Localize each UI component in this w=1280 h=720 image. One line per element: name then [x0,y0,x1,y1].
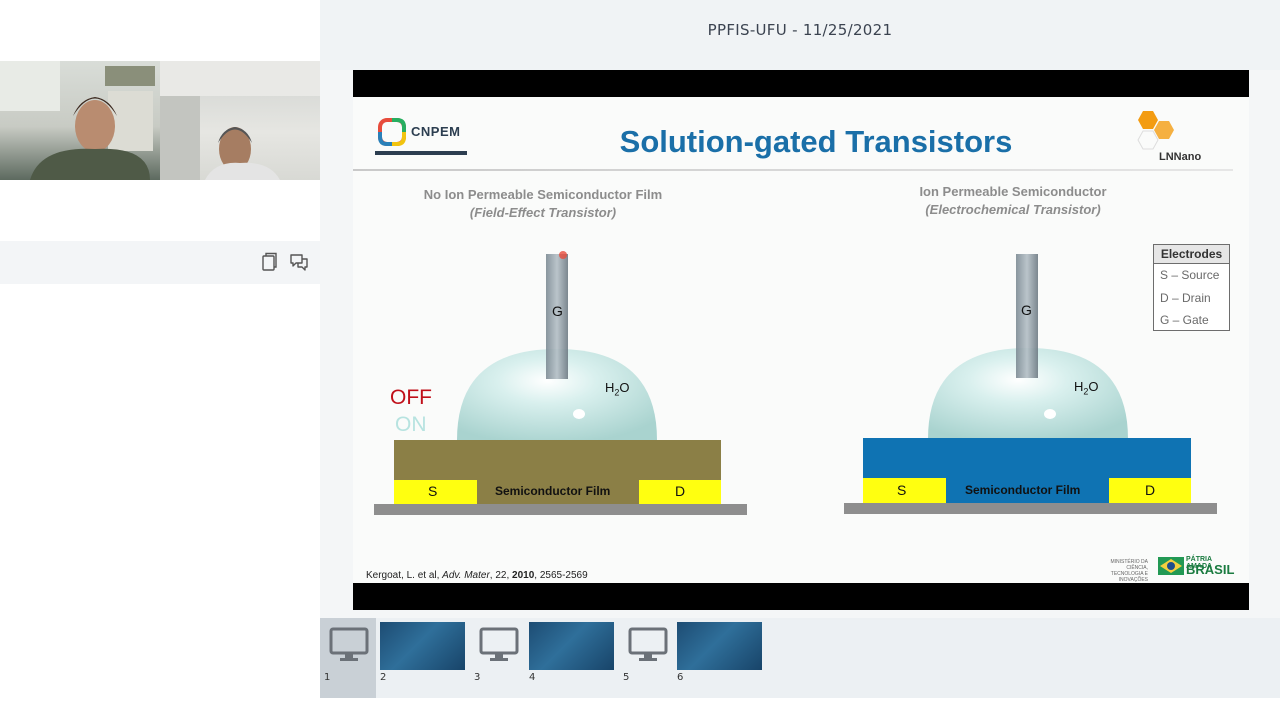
slogan-top: PÁTRIA AMADA [1186,556,1213,570]
water-label-right: H2O [1074,379,1099,397]
gate-label: G [552,303,563,319]
thumbnail-number: 2 [380,672,387,683]
slide-thumbnail-strip: 1 2 3 4 5 6 [320,618,1280,698]
film-label: Semiconductor Film [495,484,611,498]
drain-label: D [675,483,686,499]
panel-toolbar [0,241,320,284]
right-heading-text: Ion Permeable Semiconductor [919,184,1107,199]
drain-electrode-right [1109,478,1191,503]
title-divider [353,169,1233,171]
lnnano-logo: LNNano [1129,109,1219,165]
source-label-right: S [897,482,907,498]
slide: CNPEM Solution-gated Transistors LNNano … [353,97,1249,583]
gate-electrode-right [1016,254,1038,378]
thumbnail-number: 1 [324,672,331,683]
drain-label-right: D [1145,482,1156,498]
chat-bubbles-icon[interactable] [288,251,310,273]
legend-item-drain: D – Drain [1160,290,1211,305]
thumbnail-number: 6 [677,672,684,683]
ect-diagram: G H2O S Semiconductor Film D [843,247,1223,517]
semiconductor-film [394,440,721,480]
left-heading-text: No Ion Permeable Semiconductor Film [423,187,663,202]
droplet-shape-right [928,348,1128,439]
presentation-area: CNPEM Solution-gated Transistors LNNano … [320,70,1280,618]
electrodes-legend: Electrodes S – Source D – Drain G – Gate [1153,244,1230,331]
ministry-text: MINISTÉRIO DA CIÊNCIA, TECNOLOGIA E INOV… [1110,559,1148,583]
citation: Kergoat, L. et al, Adv. Mater, 22, 2010,… [366,570,588,581]
legend-title: Electrodes [1154,245,1229,264]
slide-thumbnail-image [380,622,465,670]
meeting-title: PPFIS-UFU - 11/25/2021 [707,21,893,39]
participant-2-video[interactable] [160,61,320,180]
source-electrode-right [863,478,946,503]
state-on-label: ON [395,413,427,436]
thumbnail-5[interactable]: 5 [619,618,675,698]
participant-1-video[interactable] [0,61,160,180]
left-column-heading: No Ion Permeable Semiconductor Film (Fie… [393,186,693,222]
thumbnail-number: 3 [474,672,481,683]
thumbnail-number: 5 [623,672,630,683]
bottom-margin [320,698,1280,720]
lnnano-logo-text: LNNano [1159,151,1202,163]
ect-diagram-graphic [844,254,1217,514]
gate-electrode [546,254,568,379]
slide-thumbnail-image [677,622,762,670]
slide-letterbox-top [353,70,1249,97]
copy-icon[interactable] [258,251,280,273]
state-off-label: OFF [390,386,432,409]
substrate-right [844,503,1217,514]
legend-item-source: S – Source [1160,268,1220,282]
fet-diagram-graphic [374,251,747,515]
fet-diagram: G H2O S Semiconductor Film D [373,247,753,517]
film-label-right: Semiconductor Film [965,483,1081,497]
government-logo: MINISTÉRIO DA CIÊNCIA, TECNOLOGIA E INOV… [1098,556,1238,583]
meeting-header: PPFIS-UFU - 11/25/2021 [320,0,1280,70]
source-electrode [394,480,477,504]
screen-share-icon [479,627,519,663]
pointer-dot [559,251,567,259]
slide-title: Solution-gated Transistors [619,124,1013,159]
source-label: S [428,483,438,499]
thumbnail-6[interactable]: 6 [673,618,767,698]
drain-electrode [639,480,721,504]
right-column-heading: Ion Permeable Semiconductor (Electrochem… [873,183,1153,219]
screen-share-icon [329,627,369,663]
thumbnail-4[interactable]: 4 [525,618,619,698]
droplet-shape [457,349,657,440]
cnpem-logo-text: CNPEM [411,124,461,139]
brazil-flag-icon [1158,557,1184,575]
semiconductor-film-right [863,438,1191,478]
thumbnail-2[interactable]: 2 [376,618,470,698]
thumbnail-1[interactable]: 1 [320,618,376,698]
substrate [374,504,747,515]
legend-item-gate: G – Gate [1160,313,1209,327]
water-label: H2O [605,380,630,398]
slide-letterbox-bottom [353,583,1249,610]
thumbnail-3[interactable]: 3 [470,618,526,698]
right-subheading-text: (Electrochemical Transistor) [925,202,1101,217]
screen-share-icon [628,627,668,663]
thumbnail-number: 4 [529,672,536,683]
gate-label-right: G [1021,302,1032,318]
cnpem-logo-underline [375,151,467,155]
slogan-main: BRASIL [1186,562,1235,577]
left-subheading-text: (Field-Effect Transistor) [469,205,617,220]
cnpem-logo: CNPEM [375,115,470,155]
slide-thumbnail-image [529,622,614,670]
left-panel [0,0,320,720]
